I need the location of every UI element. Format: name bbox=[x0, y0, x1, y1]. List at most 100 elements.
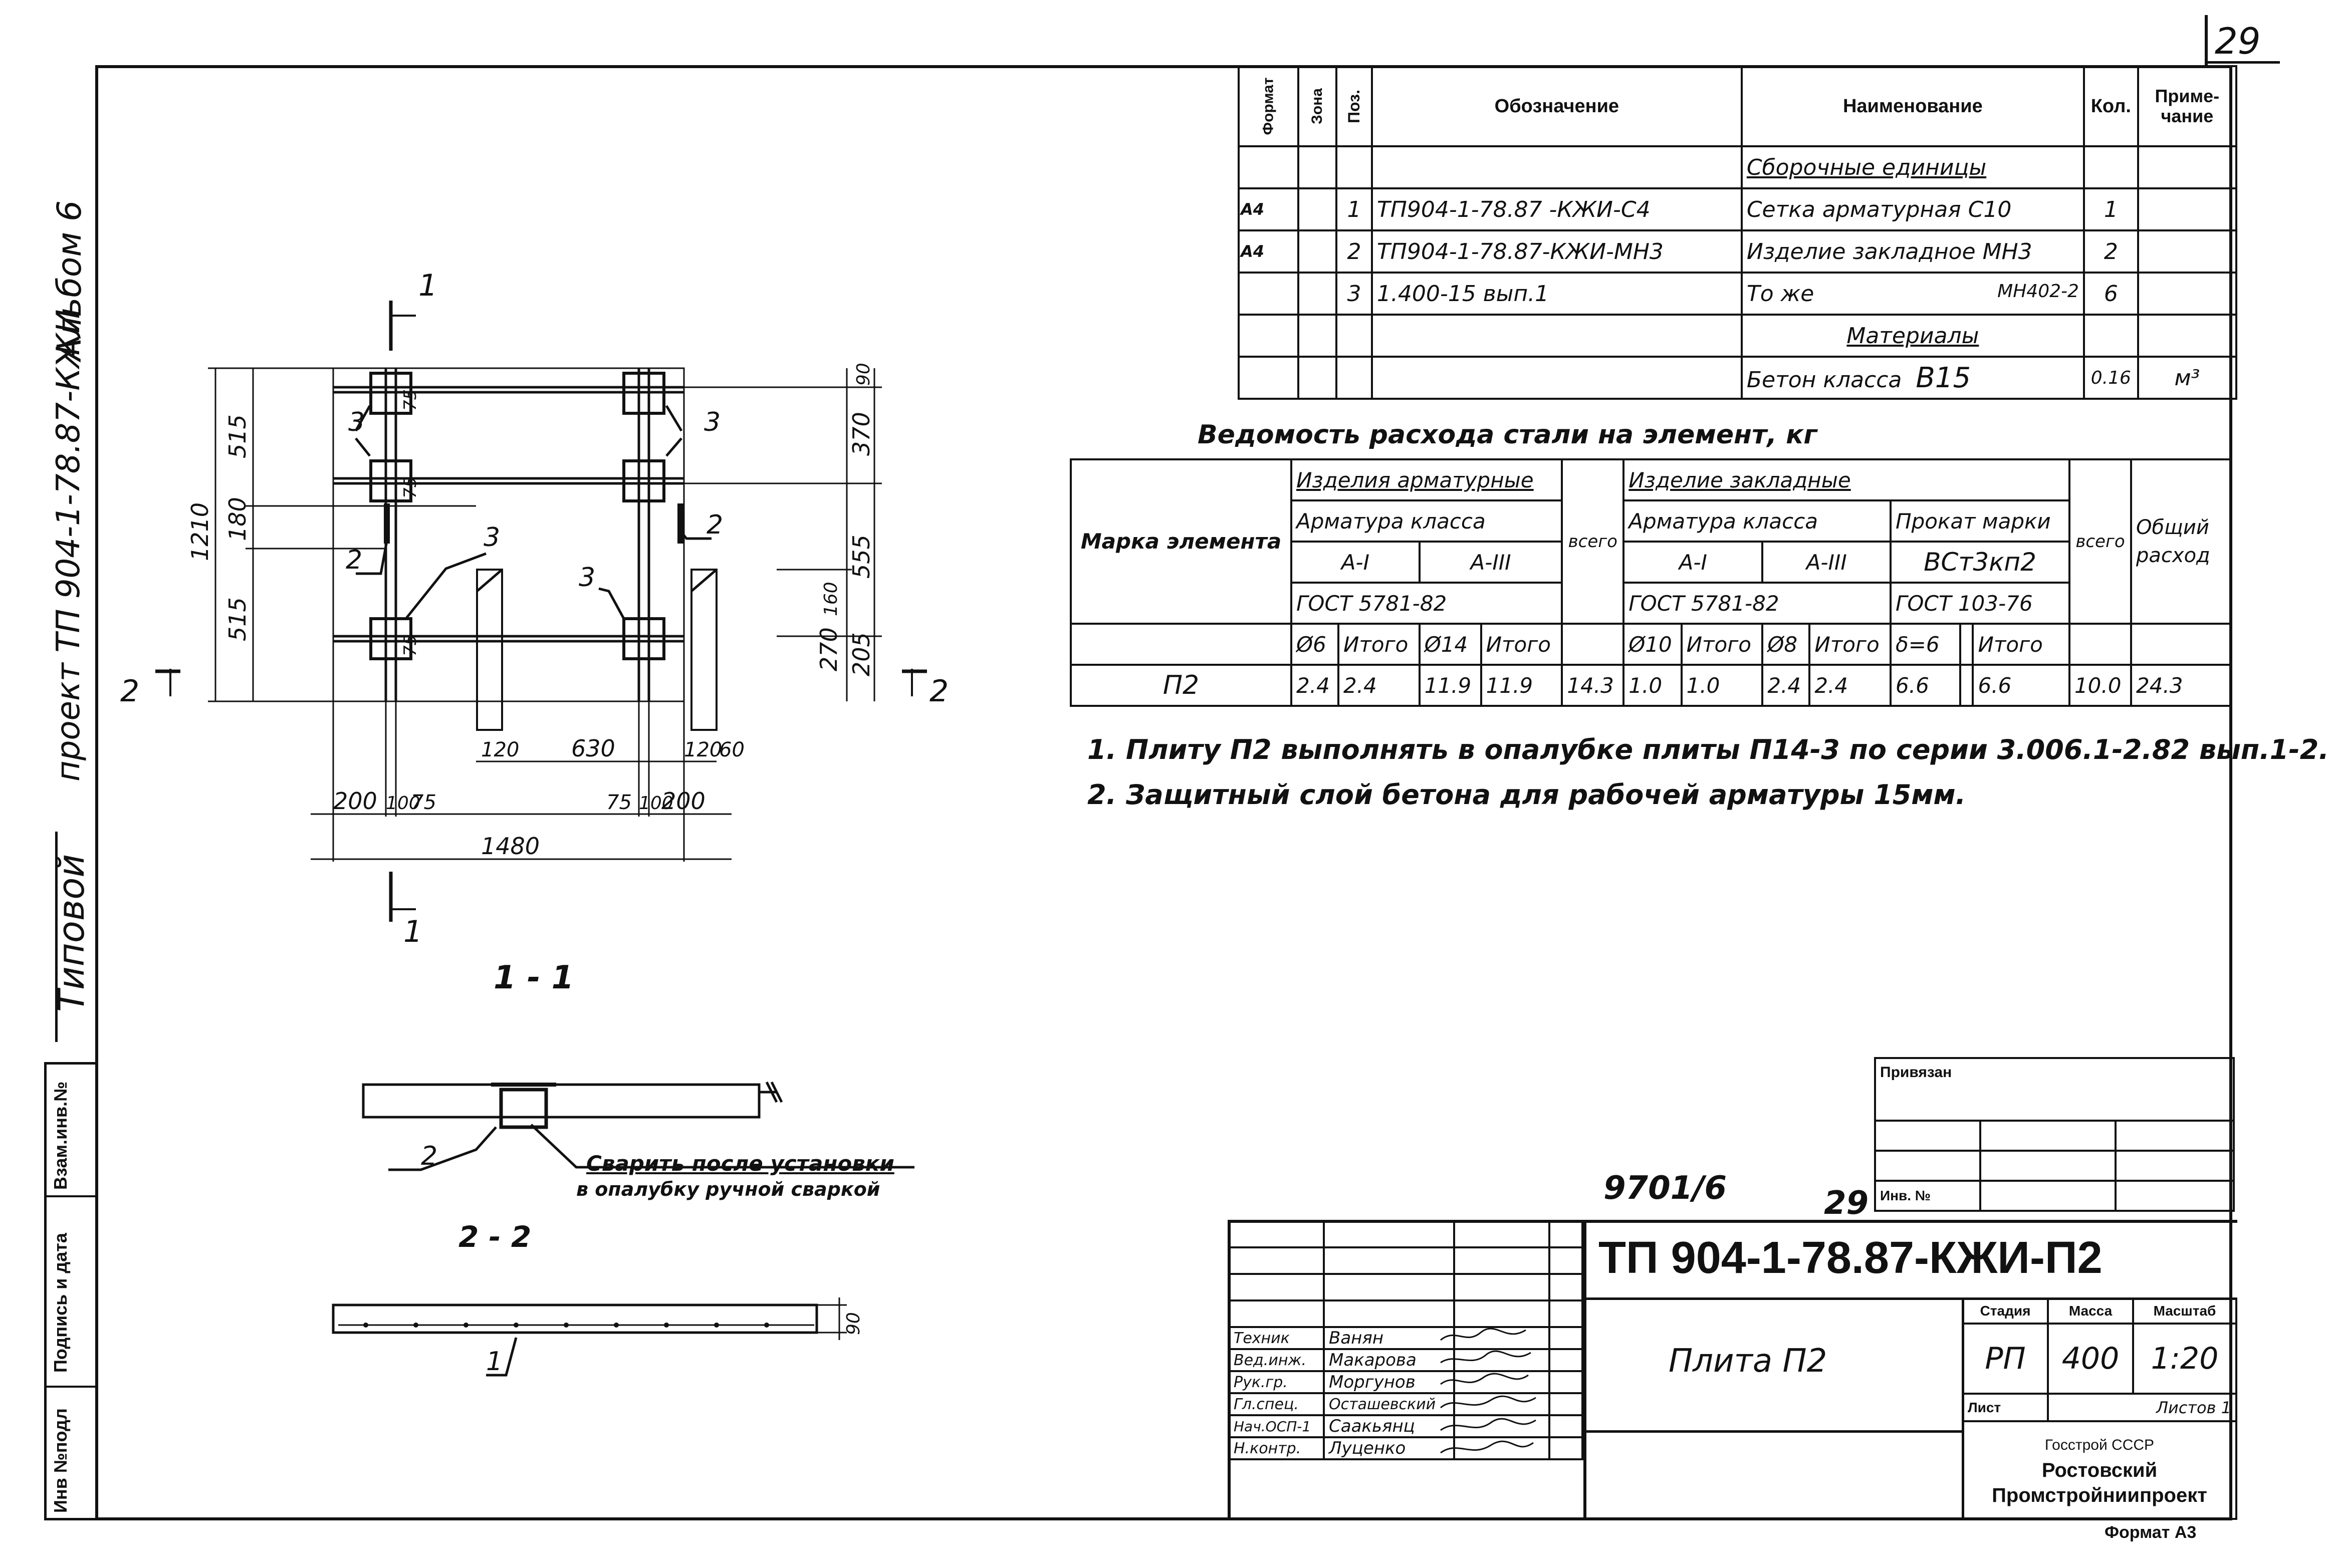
steel-cell: 24.3 bbox=[2130, 664, 2232, 707]
steel-sub-itogo: Итого bbox=[1972, 623, 2070, 666]
spec-h-naimenovanie: Наименование bbox=[1740, 65, 2085, 147]
spec-row-poz: 1 bbox=[1335, 187, 1373, 231]
steel-sub-itogo: Итого bbox=[1480, 623, 1563, 666]
dim-120: 120 bbox=[684, 738, 722, 761]
steel-vst: ВСт3кп2 bbox=[1890, 541, 2070, 584]
dim-120: 120 bbox=[481, 738, 519, 761]
dim-180: 180 bbox=[224, 497, 251, 541]
dim-90: 90 bbox=[843, 1312, 864, 1335]
spec-row: А4 2 ТП904-1-78.87-КЖИ-МН3 Изделие закла… bbox=[1237, 229, 2238, 274]
steel-a3: А-III bbox=[1418, 541, 1563, 584]
spec-h-oboznachenie: Обозначение bbox=[1370, 65, 1743, 147]
spec-row-name: Изделие закладное МН3 bbox=[1740, 229, 2085, 274]
steel-cell: 11.9 bbox=[1480, 664, 1563, 707]
project-label: проект ТП 904-1-78.87-КЖИ bbox=[50, 309, 87, 781]
steel-cell: 14.3 bbox=[1561, 664, 1625, 707]
spec-row-format: А4 bbox=[1237, 187, 1300, 231]
sheet-number: 29 bbox=[2215, 20, 2261, 62]
margin-divider bbox=[55, 832, 58, 1042]
callout-3: 3 bbox=[704, 407, 721, 437]
lifting-loop bbox=[476, 569, 503, 731]
dim-515: 515 bbox=[224, 597, 251, 641]
steel-vsego-1: всего bbox=[1561, 458, 1625, 625]
stamp-role: Рук.гр. bbox=[1228, 1370, 1325, 1394]
spec-section-row: Материалы bbox=[1237, 314, 2238, 358]
steel-sub-d10: Ø10 bbox=[1622, 623, 1683, 666]
callout-2: 2 bbox=[346, 545, 362, 575]
stamp-role: Н.контр. bbox=[1228, 1436, 1325, 1460]
callout-2: 2 bbox=[421, 1141, 437, 1171]
spec-section-row: Сборочные единицы bbox=[1237, 145, 2238, 189]
note-1: 1. Плиту П2 выполнять в опалубке плиты П… bbox=[1087, 734, 2329, 765]
callout-2: 2 bbox=[707, 510, 723, 540]
dim-160: 160 bbox=[821, 582, 841, 616]
steel-vsego-2: всего bbox=[2068, 458, 2133, 625]
steel-sub-empty bbox=[1959, 623, 1974, 666]
dim-75: 75 bbox=[606, 791, 632, 814]
steel-izd-zakl: Изделие закладные bbox=[1622, 458, 2070, 501]
spec-row-poz: 2 bbox=[1335, 229, 1373, 274]
steel-cell bbox=[1959, 664, 1974, 707]
spec-row-name: Сетка арматурная С10 bbox=[1740, 187, 2085, 231]
steel-total-header: Общий расход bbox=[2130, 458, 2232, 625]
steel-row-mark: П2 bbox=[1070, 664, 1292, 707]
steel-cell: 10.0 bbox=[2068, 664, 2133, 707]
stamp-role: Техник bbox=[1228, 1326, 1325, 1350]
dim-100: 100 bbox=[386, 793, 420, 814]
lifting-loop bbox=[690, 569, 718, 731]
org-line-1: Госстрой СССР bbox=[2044, 1436, 2155, 1453]
steel-cell: 2.4 bbox=[1808, 664, 1892, 707]
spec-material-grade: В15 bbox=[1916, 361, 1971, 394]
archive-number: 9701/6 bbox=[1603, 1170, 1727, 1207]
dim-270: 270 bbox=[815, 627, 842, 671]
spec-row-poz: 3 bbox=[1335, 272, 1373, 316]
stamp-person-name: Луценко bbox=[1323, 1436, 1455, 1460]
spec-material-prim: м³ bbox=[2137, 356, 2238, 400]
spec-h-kol: Кол. bbox=[2082, 65, 2139, 147]
embedded-plate bbox=[622, 617, 665, 660]
callout-3: 3 bbox=[348, 407, 365, 437]
callout-1: 1 bbox=[486, 1347, 503, 1377]
stamp-title-divider bbox=[1583, 1430, 1964, 1433]
slab-long-section bbox=[332, 1303, 818, 1334]
steel-prokat: Прокат марки bbox=[1890, 499, 2070, 543]
steel-gost-1: ГОСТ 5781-82 bbox=[1290, 582, 1563, 625]
privyazan-label: Привязан bbox=[1874, 1057, 2235, 1122]
stadiya-header: Стадия bbox=[1962, 1297, 2049, 1325]
strip-inv-label: Инв №подл bbox=[50, 1408, 71, 1513]
dim-1210: 1210 bbox=[186, 502, 213, 561]
steel-gost-2: ГОСТ 5781-82 bbox=[1622, 582, 1892, 625]
spec-row-kol: 6 bbox=[2082, 272, 2139, 316]
spec-material-row: Бетон класса В15 0.16 м³ bbox=[1237, 356, 2238, 400]
dim-200: 200 bbox=[661, 788, 706, 815]
spec-row-prim bbox=[2137, 272, 2238, 316]
dim-75: 75 bbox=[400, 635, 420, 656]
spec-row-oboz: 1.400-15 вып.1 bbox=[1370, 272, 1743, 316]
stage-mass-scale-grid: Стадия Масса Масштаб РП 400 1:20 Лист Ли… bbox=[1962, 1297, 2237, 1520]
embedded-plate bbox=[622, 459, 665, 502]
dim-90: 90 bbox=[853, 363, 874, 386]
section-mark-2: 2 bbox=[120, 674, 139, 709]
org-line-3: Промстройниипроект bbox=[1992, 1484, 2207, 1506]
steel-table-title: Ведомость расхода стали на элемент, кг bbox=[1198, 420, 1817, 450]
spec-h-poz: Поз. bbox=[1335, 65, 1373, 147]
stamp-role: Гл.спец. bbox=[1228, 1392, 1325, 1416]
stamp-code-underline bbox=[1583, 1297, 2237, 1300]
spec-row-prim bbox=[2137, 187, 2238, 231]
left-approval-strip bbox=[44, 1062, 95, 1520]
stamp-person-name: Ванян bbox=[1323, 1326, 1455, 1350]
steel-mark-header: Марка элемента bbox=[1070, 458, 1292, 625]
strip-podpis-cell bbox=[47, 1197, 95, 1388]
dim-515: 515 bbox=[224, 414, 251, 458]
embedded-plate bbox=[369, 372, 412, 415]
paper-format: Формат А3 bbox=[2105, 1523, 2197, 1542]
spec-section-materials: Материалы bbox=[1740, 314, 2085, 358]
dim-75: 75 bbox=[400, 389, 420, 411]
stamp-person-name: Саакьянц bbox=[1323, 1414, 1455, 1438]
section-mark-1: 1 bbox=[403, 914, 422, 949]
dim-205: 205 bbox=[848, 632, 875, 676]
dim-200: 200 bbox=[333, 788, 377, 815]
steel-izd-arm: Изделия арматурные bbox=[1290, 458, 1563, 501]
